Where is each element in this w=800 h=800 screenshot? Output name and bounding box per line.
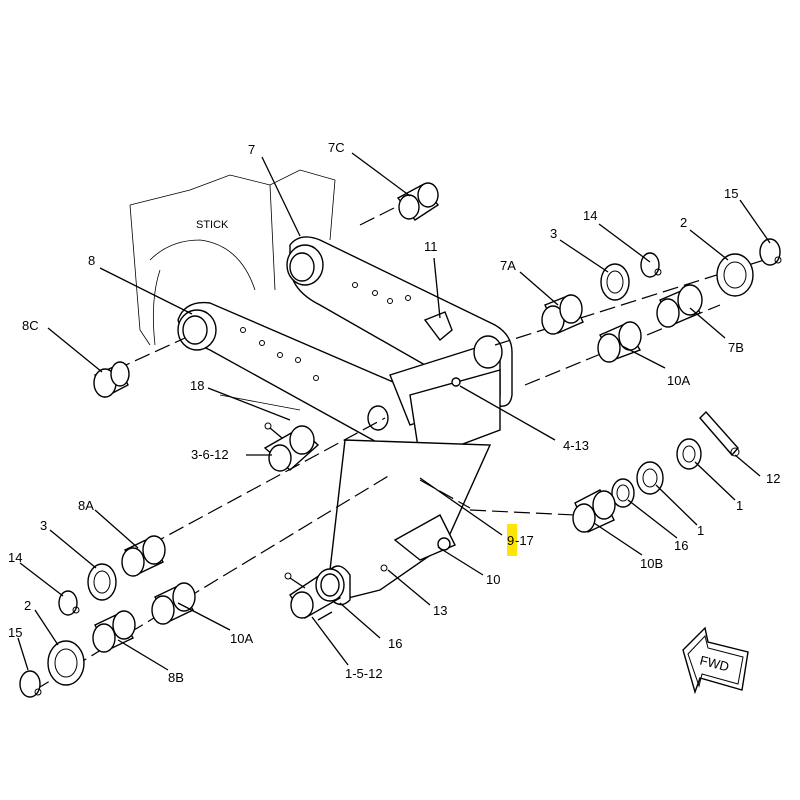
ring-15-left [19, 670, 42, 698]
bushing-10A-bottom [151, 582, 196, 625]
callout-9: 9 [507, 533, 514, 548]
callout-12: 12 [766, 471, 780, 486]
callout-10B: 10B [640, 556, 663, 571]
callout-7B: 7B [728, 340, 744, 355]
callout-3-left: 3 [40, 518, 47, 533]
bushing-8B [92, 610, 136, 653]
callout-4-13: 4-13 [563, 438, 589, 453]
callout-8A: 8A [78, 498, 94, 513]
callout-labels: 7 7C 8 8C 11 14 3 2 15 7A 7B 10A 18 3-6-… [8, 140, 780, 685]
callout-10: 10 [486, 572, 500, 587]
callout-2-left: 2 [24, 598, 31, 613]
callout-7A: 7A [500, 258, 516, 273]
ring-14-left [58, 590, 80, 616]
bushing-7B [656, 284, 703, 328]
pin-12 [699, 410, 740, 457]
bushing-7C [396, 182, 440, 221]
callout-8C: 8C [22, 318, 39, 333]
washer-3-left [87, 563, 117, 601]
pin-upper [263, 422, 320, 472]
stick-label: STICK [196, 219, 229, 231]
callout-11: 11 [424, 239, 438, 254]
callout-18: 18 [190, 378, 204, 393]
callout-8: 8 [88, 253, 95, 268]
callout-7C: 7C [328, 140, 345, 155]
bushing-8A [121, 535, 166, 577]
callout-14-top: 14 [583, 208, 597, 223]
bushing-10A-top [597, 321, 642, 363]
washer-2-top [716, 253, 754, 297]
callout-3-top: 3 [550, 226, 557, 241]
callout-15-left: 15 [8, 625, 22, 640]
highlight-mark [507, 524, 517, 556]
callout-17: -17 [515, 533, 534, 548]
callout-1-upper: 1 [736, 498, 743, 513]
callout-7: 7 [248, 142, 255, 157]
callout-3-6-12: 3-6-12 [191, 447, 229, 462]
callout-10A-top: 10A [667, 373, 690, 388]
callout-2-top: 2 [680, 215, 687, 230]
pin-lower [284, 568, 345, 621]
callout-14-left: 14 [8, 550, 22, 565]
callout-10A-bottom: 10A [230, 631, 253, 646]
bushing-8C [93, 361, 130, 398]
fwd-arrow [682, 626, 749, 695]
linkage-assembly [177, 236, 513, 606]
washer-1-lower [636, 461, 664, 495]
callout-1-5-12: 1-5-12 [345, 666, 383, 681]
callout-16-right: 16 [674, 538, 688, 553]
callout-16-bottom: 16 [388, 636, 402, 651]
callout-1-lower: 1 [697, 523, 704, 538]
bushing-10B [572, 489, 616, 533]
fitting-4-13 [451, 377, 461, 387]
leader-lines [17, 152, 771, 671]
bushing-7A [541, 294, 584, 335]
washer-2-left [47, 640, 85, 686]
ring-14-top [640, 252, 662, 278]
washer-3-top [600, 263, 630, 301]
ring-15-top [759, 238, 782, 266]
callout-13: 13 [433, 603, 447, 618]
callout-8B: 8B [168, 670, 184, 685]
callout-15-top: 15 [724, 186, 738, 201]
washer-1-upper [676, 438, 702, 470]
fwd-label: FWD [698, 653, 730, 675]
